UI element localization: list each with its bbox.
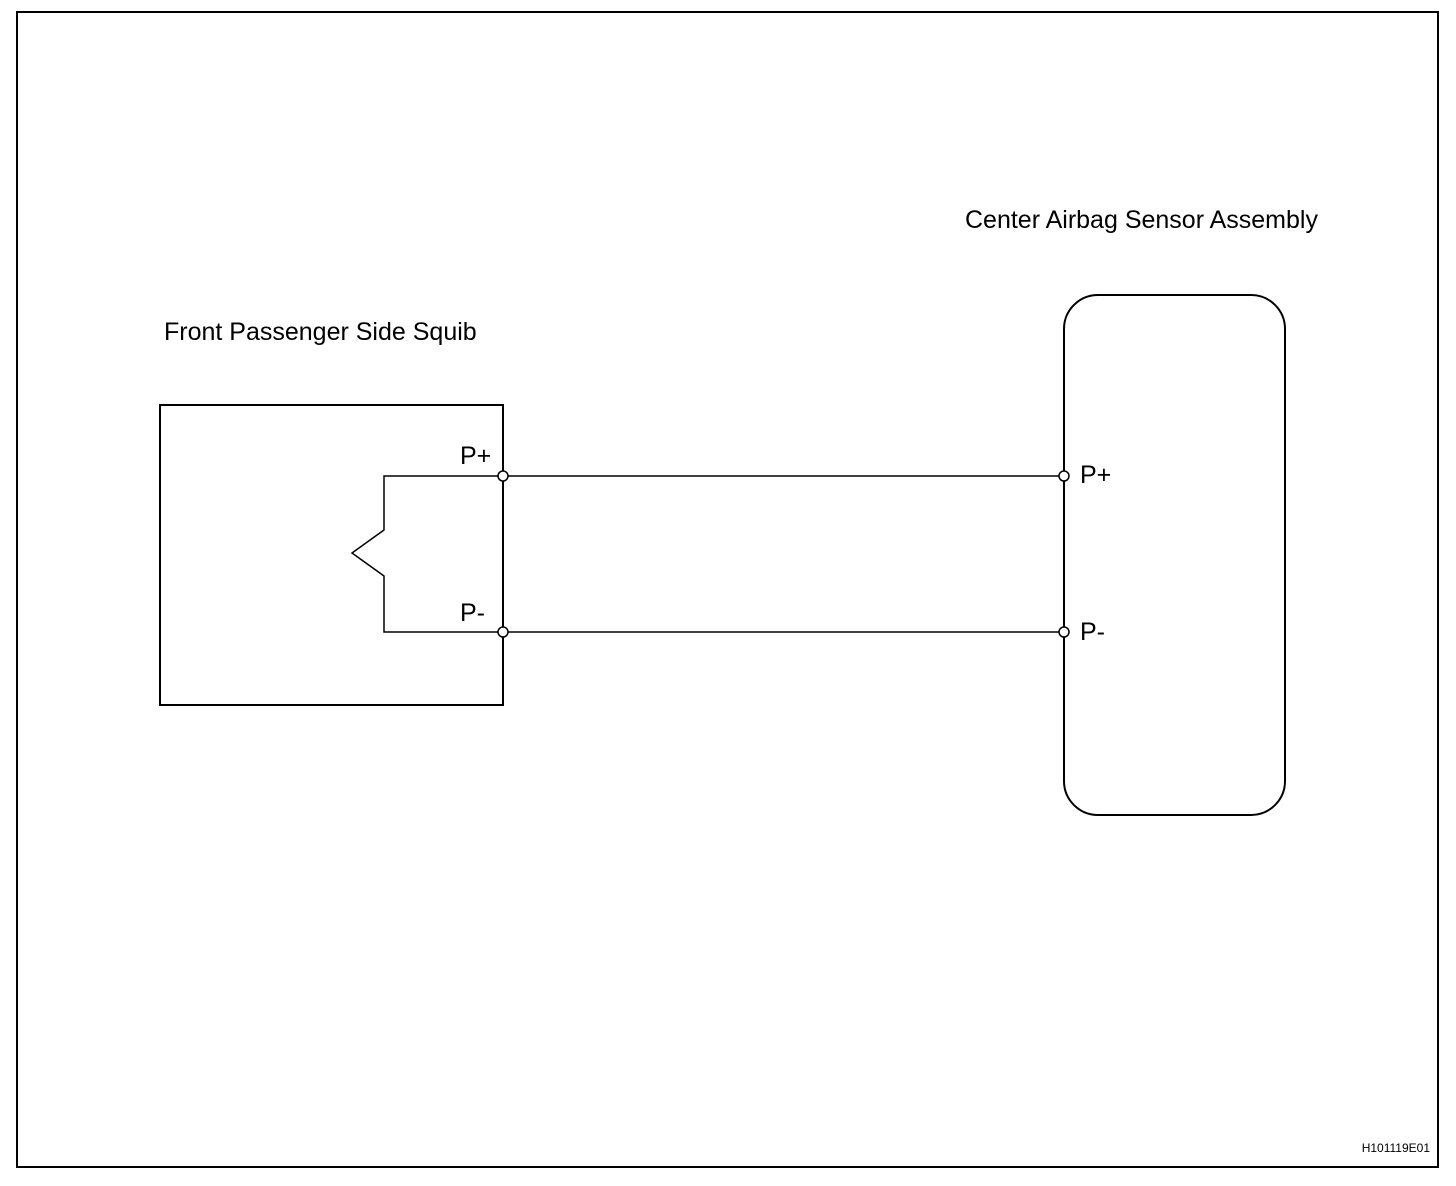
diagram-frame [16, 11, 1439, 1168]
sensor-label: Center Airbag Sensor Assembly [965, 206, 1318, 234]
figure-code: H101119E01 [1362, 1141, 1431, 1155]
squib-pin-plus-label: P+ [460, 442, 491, 470]
sensor-terminal-minus [1058, 626, 1070, 638]
squib-element [350, 475, 503, 633]
sensor-pin-plus-label: P+ [1080, 461, 1111, 489]
squib-terminal-minus [497, 626, 509, 638]
squib-terminal-plus [497, 470, 509, 482]
squib-pin-minus-label: P- [460, 599, 485, 627]
sensor-terminal-plus [1058, 470, 1070, 482]
sensor-pin-minus-label: P- [1080, 618, 1105, 646]
squib-label: Front Passenger Side Squib [164, 318, 477, 346]
squib-box [159, 404, 504, 706]
sensor-box [1063, 294, 1286, 816]
